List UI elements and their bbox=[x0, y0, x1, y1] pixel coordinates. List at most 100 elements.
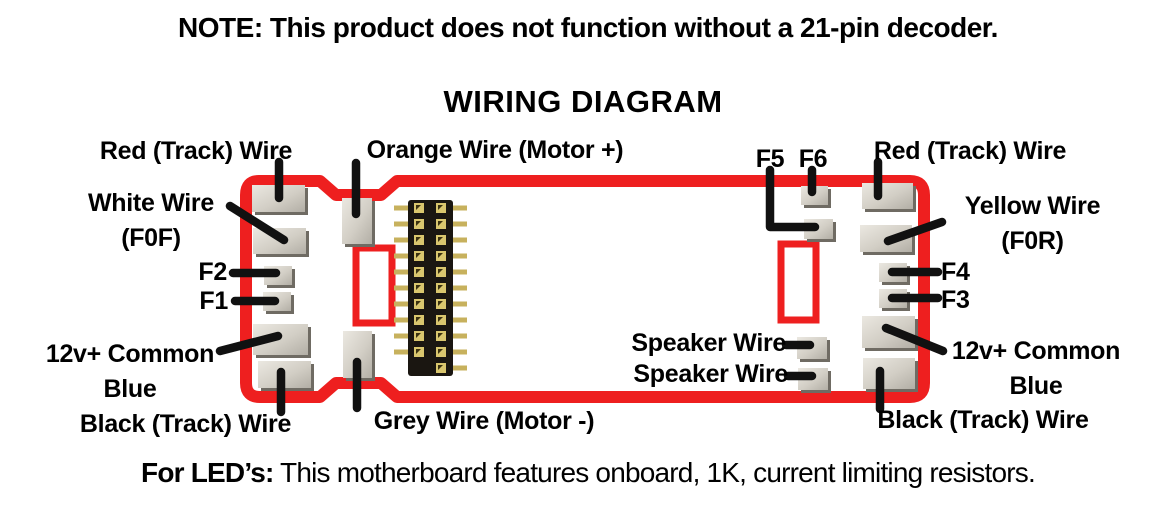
pin-bevel bbox=[438, 285, 443, 290]
connector-pin bbox=[453, 365, 467, 371]
pin-bevel bbox=[416, 301, 421, 306]
connector-pin bbox=[394, 349, 408, 355]
connector-pin bbox=[414, 299, 424, 309]
connector-pin bbox=[414, 283, 424, 293]
leader-12v-right bbox=[881, 323, 948, 356]
pin-bevel bbox=[438, 221, 443, 226]
label-f2: F2 bbox=[198, 258, 227, 286]
pin-bevel bbox=[438, 349, 443, 354]
connector-pin bbox=[436, 331, 446, 341]
motherboard-outline bbox=[240, 175, 930, 403]
label-yellow-wire-f0r: Yellow Wire (F0R) bbox=[930, 189, 1135, 259]
pad-red-track-left bbox=[252, 185, 308, 215]
connector-pin bbox=[414, 235, 424, 245]
connector-pin bbox=[436, 251, 446, 261]
pin-bevel bbox=[438, 253, 443, 258]
connector-pin bbox=[453, 269, 467, 275]
label-black-track-right: Black (Track) Wire bbox=[877, 406, 1089, 434]
pin-bevel bbox=[416, 349, 421, 354]
label-red-track-left: Red (Track) Wire bbox=[99, 137, 293, 165]
label-f5: F5 bbox=[755, 145, 785, 173]
connector-pin bbox=[436, 235, 446, 245]
label-white-wire-f0f: White Wire (F0F) bbox=[40, 186, 262, 256]
leader-f5 bbox=[765, 165, 820, 232]
connector-pin bbox=[436, 347, 446, 357]
connector-pin bbox=[453, 221, 467, 227]
label-12v-common-left: 12v+ Common bbox=[45, 340, 215, 368]
label-grey-wire: Grey Wire (Motor -) bbox=[373, 407, 595, 435]
connector-pin bbox=[394, 285, 408, 291]
pin-bevel bbox=[438, 237, 443, 242]
label-f3: F3 bbox=[941, 286, 970, 314]
footer-note: For LED’s: This motherboard features onb… bbox=[0, 457, 1176, 488]
label-yellow-wire: Yellow Wire bbox=[964, 192, 1101, 220]
leader-white-wire bbox=[225, 201, 289, 245]
pin-bevel bbox=[438, 301, 443, 306]
connector-pin bbox=[436, 203, 446, 213]
pin-bevel bbox=[438, 269, 443, 274]
label-speaker-wire-2: Speaker Wire bbox=[633, 360, 788, 388]
connector-pin bbox=[453, 301, 467, 307]
connector-pin bbox=[414, 203, 424, 213]
label-f0r: (F0R) bbox=[1001, 227, 1064, 255]
label-red-track-right: Red (Track) Wire bbox=[873, 137, 1067, 165]
pin-bevel bbox=[438, 333, 443, 338]
pin-bevel bbox=[416, 221, 421, 226]
connector-pin bbox=[436, 363, 446, 373]
pad-black-track-right bbox=[863, 358, 918, 392]
decoder-socket-pins bbox=[394, 203, 467, 373]
connector-pin bbox=[414, 347, 424, 357]
pin-bevel bbox=[416, 333, 421, 338]
footer-note-text: This motherboard features onboard, 1K, c… bbox=[273, 457, 1036, 488]
connector-pin bbox=[394, 253, 408, 259]
label-blue-left: Blue bbox=[103, 375, 157, 403]
connector-pin bbox=[414, 267, 424, 277]
label-black-track-left: Black (Track) Wire bbox=[79, 410, 292, 438]
connector-pin bbox=[394, 237, 408, 243]
leader-yellow-wire bbox=[883, 217, 947, 246]
connector-pin bbox=[414, 251, 424, 261]
connector-pin bbox=[453, 333, 467, 339]
connector-pin bbox=[436, 299, 446, 309]
pin-bevel bbox=[416, 253, 421, 258]
red-slot-right bbox=[777, 240, 820, 324]
label-orange-wire: Orange Wire (Motor +) bbox=[366, 136, 624, 164]
label-f0f: (F0F) bbox=[121, 224, 181, 252]
label-speaker-wire-1: Speaker Wire bbox=[631, 329, 786, 357]
pin-bevel bbox=[416, 285, 421, 290]
label-blue-right: Blue bbox=[1009, 372, 1063, 400]
connector-pin bbox=[394, 333, 408, 339]
label-white-wire: White Wire bbox=[88, 189, 214, 217]
label-f6: F6 bbox=[798, 145, 828, 173]
connector-pin bbox=[436, 267, 446, 277]
connector-pin bbox=[453, 253, 467, 259]
connector-pin bbox=[394, 205, 408, 211]
top-note: NOTE: This product does not function wit… bbox=[178, 12, 998, 43]
label-12v-common-blue-right: 12v+ Common Blue bbox=[928, 334, 1144, 404]
21-pin-connector bbox=[394, 200, 467, 376]
pin-bevel bbox=[416, 205, 421, 210]
connector-pin bbox=[394, 221, 408, 227]
label-f1: F1 bbox=[199, 287, 228, 315]
pin-bevel bbox=[416, 237, 421, 242]
pad-orange-wire bbox=[342, 198, 375, 247]
pin-bevel bbox=[438, 317, 443, 322]
pad-red-track-right bbox=[862, 183, 916, 212]
pin-bevel bbox=[438, 205, 443, 210]
label-12v-common-right: 12v+ Common bbox=[951, 337, 1121, 365]
connector-pin bbox=[394, 269, 408, 275]
connector-pin bbox=[436, 219, 446, 229]
connector-pin bbox=[414, 219, 424, 229]
connector-pin bbox=[394, 301, 408, 307]
footer-note-prefix: For LED’s: bbox=[141, 457, 274, 488]
red-slot-left bbox=[352, 244, 396, 327]
connector-pin bbox=[453, 205, 467, 211]
pin-bevel bbox=[416, 317, 421, 322]
label-12v-common-blue-left: 12v+ Common Blue bbox=[22, 337, 238, 407]
connector-pin bbox=[414, 315, 424, 325]
pin-bevel bbox=[416, 269, 421, 274]
diagram-title: WIRING DIAGRAM bbox=[443, 84, 723, 119]
leader-12v-left bbox=[215, 331, 283, 356]
